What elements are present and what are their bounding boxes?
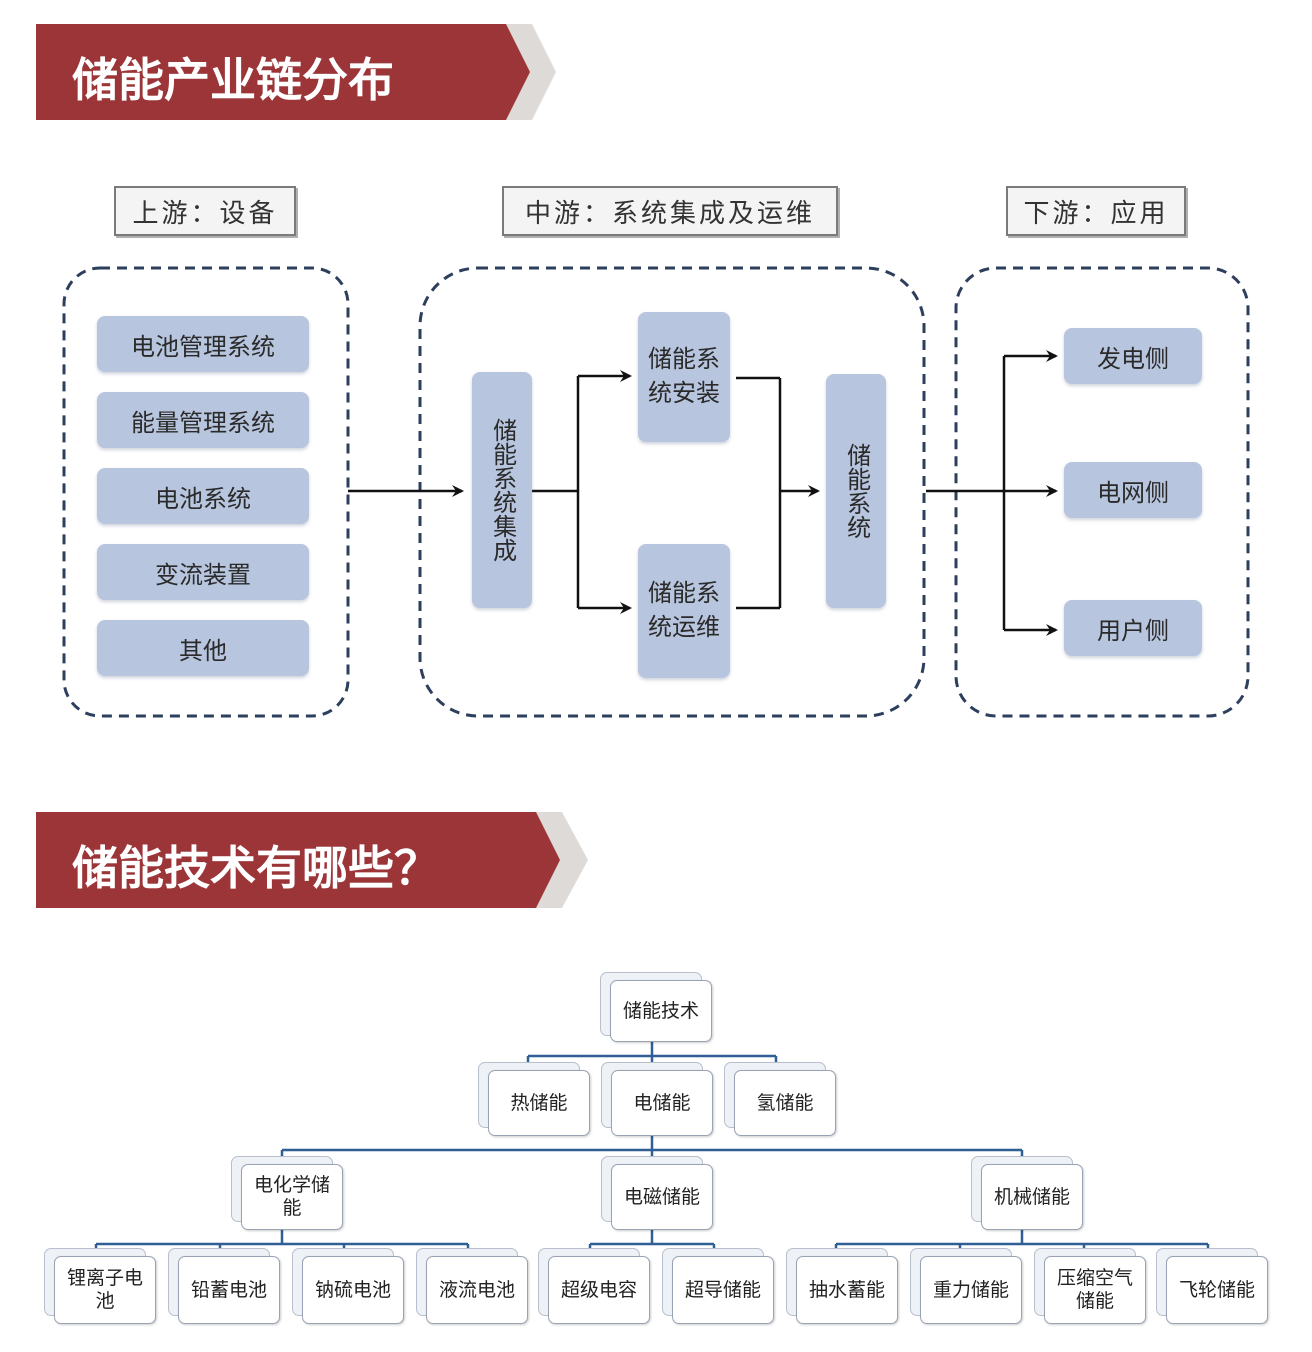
tree-leaf-caes-label: 压缩空气储能 — [1056, 1267, 1133, 1312]
tree-l2-electrochemical: 电化学储能 — [241, 1164, 343, 1230]
tree-leaf-li-ion-label: 锂离子电池 — [66, 1267, 143, 1312]
industry-chain-lines — [62, 266, 1250, 718]
section1-title: 储能产业链分布 — [72, 53, 394, 107]
tree-l1-electrical: 电储能 — [611, 1070, 713, 1136]
tree-leaf-flow: 液流电池 — [426, 1256, 528, 1324]
downstream-item-generation: 发电侧 — [1064, 328, 1202, 384]
upstream-header: 上游：设备 — [114, 186, 296, 236]
tree-l2-electrochemical-label: 电化学储能 — [253, 1174, 330, 1219]
tree-leaf-smes: 超导储能 — [672, 1256, 774, 1324]
midstream-system: 储能系统 — [826, 374, 886, 608]
tree-leaf-flywheel: 飞轮储能 — [1166, 1256, 1268, 1324]
tree-l2-electromagnetic: 电磁储能 — [611, 1164, 713, 1230]
midstream-install-label: 储能系统安装 — [648, 345, 720, 407]
midstream-header: 中游：系统集成及运维 — [502, 186, 838, 236]
midstream-operation: 储能系统运维 — [638, 544, 730, 678]
downstream-item-grid: 电网侧 — [1064, 462, 1202, 518]
upstream-item-other: 其他 — [97, 620, 309, 676]
tree-l1-thermal: 热储能 — [488, 1070, 590, 1136]
upstream-item-battery-system: 电池系统 — [97, 468, 309, 524]
banner1-shape — [36, 24, 556, 120]
tree-l1-hydrogen: 氢储能 — [734, 1070, 836, 1136]
downstream-item-user: 用户侧 — [1064, 600, 1202, 656]
tree-leaf-gravity: 重力储能 — [920, 1256, 1022, 1324]
tree-l2-mechanical: 机械储能 — [981, 1164, 1083, 1230]
upstream-item-ems: 能量管理系统 — [97, 392, 309, 448]
tree-leaf-supercap: 超级电容 — [548, 1256, 650, 1324]
tree-leaf-li-ion: 锂离子电池 — [54, 1256, 156, 1324]
tree-leaf-nas: 钠硫电池 — [302, 1256, 404, 1324]
midstream-integration-label: 储能系统集成 — [488, 418, 517, 562]
tree-root: 储能技术 — [610, 980, 712, 1042]
section2-title: 储能技术有哪些？ — [72, 841, 440, 895]
downstream-header: 下游：应用 — [1006, 186, 1186, 236]
midstream-system-label: 储能系统 — [842, 443, 871, 539]
banner2-shape — [36, 812, 588, 908]
section1-banner: 储能产业链分布 — [36, 24, 556, 120]
midstream-operation-label: 储能系统运维 — [648, 579, 720, 641]
tree-leaf-lead-acid: 铅蓄电池 — [178, 1256, 280, 1324]
tree-leaf-pumped-hydro: 抽水蓄能 — [796, 1256, 898, 1324]
upstream-item-bms: 电池管理系统 — [97, 316, 309, 372]
tree-leaf-caes: 压缩空气储能 — [1044, 1256, 1146, 1324]
midstream-install: 储能系统安装 — [638, 312, 730, 442]
midstream-integration: 储能系统集成 — [472, 372, 532, 608]
section2-banner: 储能技术有哪些？ — [36, 812, 588, 908]
upstream-item-converter: 变流装置 — [97, 544, 309, 600]
